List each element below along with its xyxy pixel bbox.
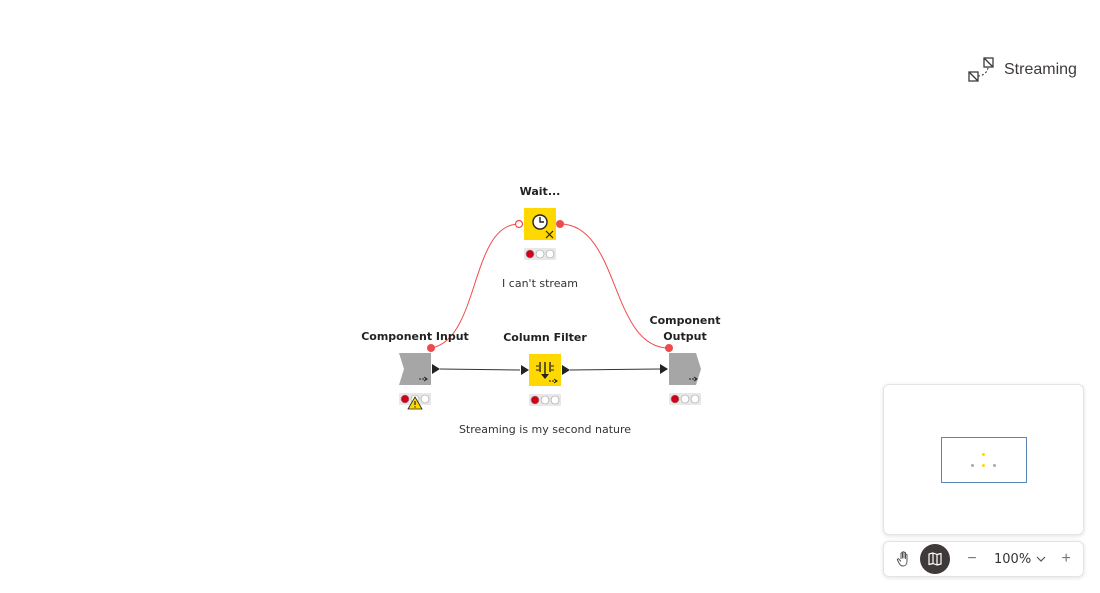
- column-filter-node[interactable]: [521, 354, 570, 386]
- zoom-level-value: 100%: [994, 551, 1032, 567]
- streaming-indicator[interactable]: Streaming: [966, 55, 1077, 85]
- component-input-out-port[interactable]: [432, 364, 440, 374]
- wait-node[interactable]: [514, 208, 565, 240]
- column-filter-in-port[interactable]: [521, 365, 529, 375]
- wait-status-lights: [524, 248, 556, 260]
- column-filter-node-title[interactable]: Column Filter: [503, 331, 587, 344]
- zoom-level-dropdown[interactable]: 100%: [994, 552, 1047, 567]
- minimap-node-input: [971, 464, 974, 467]
- zoom-out-button[interactable]: −: [967, 550, 977, 567]
- column-filter-status-lights: [529, 394, 561, 406]
- column-filter-icon: [536, 362, 558, 384]
- hand-icon: [896, 551, 908, 567]
- wait-in-port[interactable]: [514, 219, 524, 229]
- wait-node-annotation[interactable]: I can't stream: [502, 277, 578, 290]
- column-filter-node-annotation[interactable]: Streaming is my second nature: [458, 423, 632, 436]
- component-output-icon: [689, 376, 698, 382]
- clock-icon: [532, 214, 548, 230]
- connection-wait-to-output[interactable]: [559, 223, 670, 349]
- component-input-icon: [419, 376, 428, 382]
- wait-node-title[interactable]: Wait...: [519, 185, 561, 198]
- component-input-node[interactable]: [399, 344, 440, 385]
- minimap-node-wait: [982, 453, 985, 456]
- component-output-in-port[interactable]: [660, 364, 668, 374]
- component-output-node[interactable]: [660, 344, 701, 385]
- minimap-node-filter: [982, 464, 985, 467]
- minimap-viewport[interactable]: [941, 437, 1027, 483]
- minimap-toggle-button[interactable]: [920, 544, 950, 574]
- connection-input-to-wait[interactable]: [430, 223, 520, 349]
- component-output-node-title[interactable]: Component Output: [649, 314, 721, 343]
- minimap[interactable]: [883, 384, 1084, 535]
- canvas-toolbar: − 100% +: [883, 541, 1084, 577]
- cancel-x-icon: [545, 230, 554, 239]
- component-input-node-title[interactable]: Component Input: [361, 330, 469, 343]
- warning-icon[interactable]: [407, 396, 423, 410]
- map-icon: [928, 552, 942, 566]
- component-input-streaming-port[interactable]: [427, 344, 435, 352]
- pan-mode-button[interactable]: [888, 543, 920, 575]
- wait-out-port[interactable]: [556, 220, 564, 228]
- connection-filter-to-output[interactable]: [569, 368, 661, 371]
- streaming-icon: [968, 57, 994, 82]
- zoom-in-button[interactable]: +: [1061, 550, 1071, 567]
- component-output-status-lights: [669, 393, 701, 405]
- streaming-label: Streaming: [1004, 61, 1077, 78]
- chevron-down-icon: [1036, 556, 1046, 562]
- component-output-streaming-port[interactable]: [665, 344, 673, 352]
- minimap-node-output: [993, 464, 996, 467]
- connection-input-to-filter[interactable]: [439, 368, 521, 371]
- column-filter-out-port[interactable]: [562, 365, 570, 375]
